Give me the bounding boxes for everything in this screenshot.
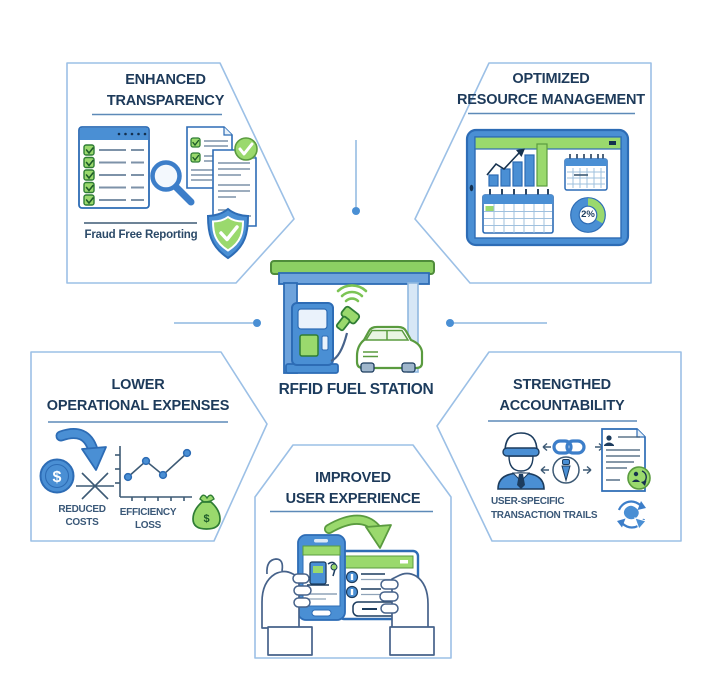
efficiency-loss-label: EFFICIENCY LOSS <box>119 507 177 531</box>
title-line: TRANSPARENCY <box>106 93 225 109</box>
donut-percentage-label: 2% <box>581 209 595 220</box>
dollar-sign: $ <box>53 469 62 486</box>
line-graph-icon <box>115 446 192 501</box>
fuel-pump-icon <box>285 302 339 374</box>
x-mark-icon <box>76 472 114 500</box>
transaction-trails-label: USER-SPECIFIC TRANSACTION TRAILS <box>491 495 621 522</box>
documents-icon <box>186 126 258 227</box>
fuel-nozzle-icon <box>330 305 361 363</box>
title-line: ACCOUNTABILITY <box>499 398 625 414</box>
caption-line: USER-SPECIFIC <box>491 496 565 507</box>
dollar-coin-icon: $ <box>39 458 75 494</box>
connector-dot-right <box>446 319 454 327</box>
title-line: LOWER <box>111 377 165 393</box>
connector-dot-left <box>253 319 261 327</box>
title-line: OPTIMIZED <box>512 71 590 87</box>
operator-icon <box>497 432 545 490</box>
title-line: OPERATIONAL EXPENSES <box>46 398 230 414</box>
reduced-costs-label: REDUCED COSTS <box>58 504 106 528</box>
caption-line: TRANSACTION TRAILS <box>491 509 598 521</box>
panel-strengthed-accountability <box>436 351 682 542</box>
connectors <box>174 140 547 327</box>
panel-title-improved-user-experience: IMPROVED USER EXPERIENCE <box>263 468 443 510</box>
donut-chart-icon <box>570 197 606 233</box>
fraud-free-reporting-label: Fraud Free Reporting <box>84 229 198 241</box>
calendar-icon <box>482 189 554 234</box>
title-line: RESOURCE MANAGEMENT <box>457 92 645 108</box>
panel-title-lower-operational-expenses: LOWER OPERATIONAL EXPENSES <box>38 375 238 417</box>
panel-lower-operational-expenses <box>30 351 268 542</box>
dashboard-tablet-icon <box>465 128 630 247</box>
sync-icon <box>617 500 647 530</box>
title-line: STRENGTHED <box>513 377 611 393</box>
hands-icon <box>261 558 435 656</box>
fuel-station-illustration <box>270 260 435 374</box>
panel-title-optimized-resource-management: OPTIMIZED RESOURCE MANAGEMENT <box>451 69 651 111</box>
car-icon <box>355 325 424 373</box>
mini-calendar-icon <box>564 154 608 191</box>
title-dividers <box>48 112 637 513</box>
cost-down-arrow-icon <box>55 428 107 471</box>
magnifier-icon <box>150 160 195 206</box>
checklist-icon <box>78 126 150 209</box>
audit-document-icon <box>601 428 651 492</box>
wifi-icon <box>336 284 368 303</box>
panel-title-strengthed-accountability: STRENGTHED ACCOUNTABILITY <box>462 375 662 417</box>
dollar-sign: $ <box>203 513 209 525</box>
title-line: IMPROVED <box>315 470 391 486</box>
money-bag-icon: $ <box>192 494 221 530</box>
bar-chart-icon <box>486 143 548 187</box>
title-line: USER EXPERIENCE <box>285 491 421 507</box>
shield-check-icon <box>206 207 250 260</box>
fuel-station-title: RFFID FUEL STATION <box>278 381 434 398</box>
connector-dot-top <box>352 207 360 215</box>
title-line: ENHANCED <box>125 72 206 88</box>
transfer-arrow-icon <box>324 514 392 549</box>
panel-title-enhanced-transparency: ENHANCED TRANSPARENCY <box>73 70 258 112</box>
smartphone-icon <box>297 534 346 621</box>
tie-badge-icon <box>540 456 592 484</box>
